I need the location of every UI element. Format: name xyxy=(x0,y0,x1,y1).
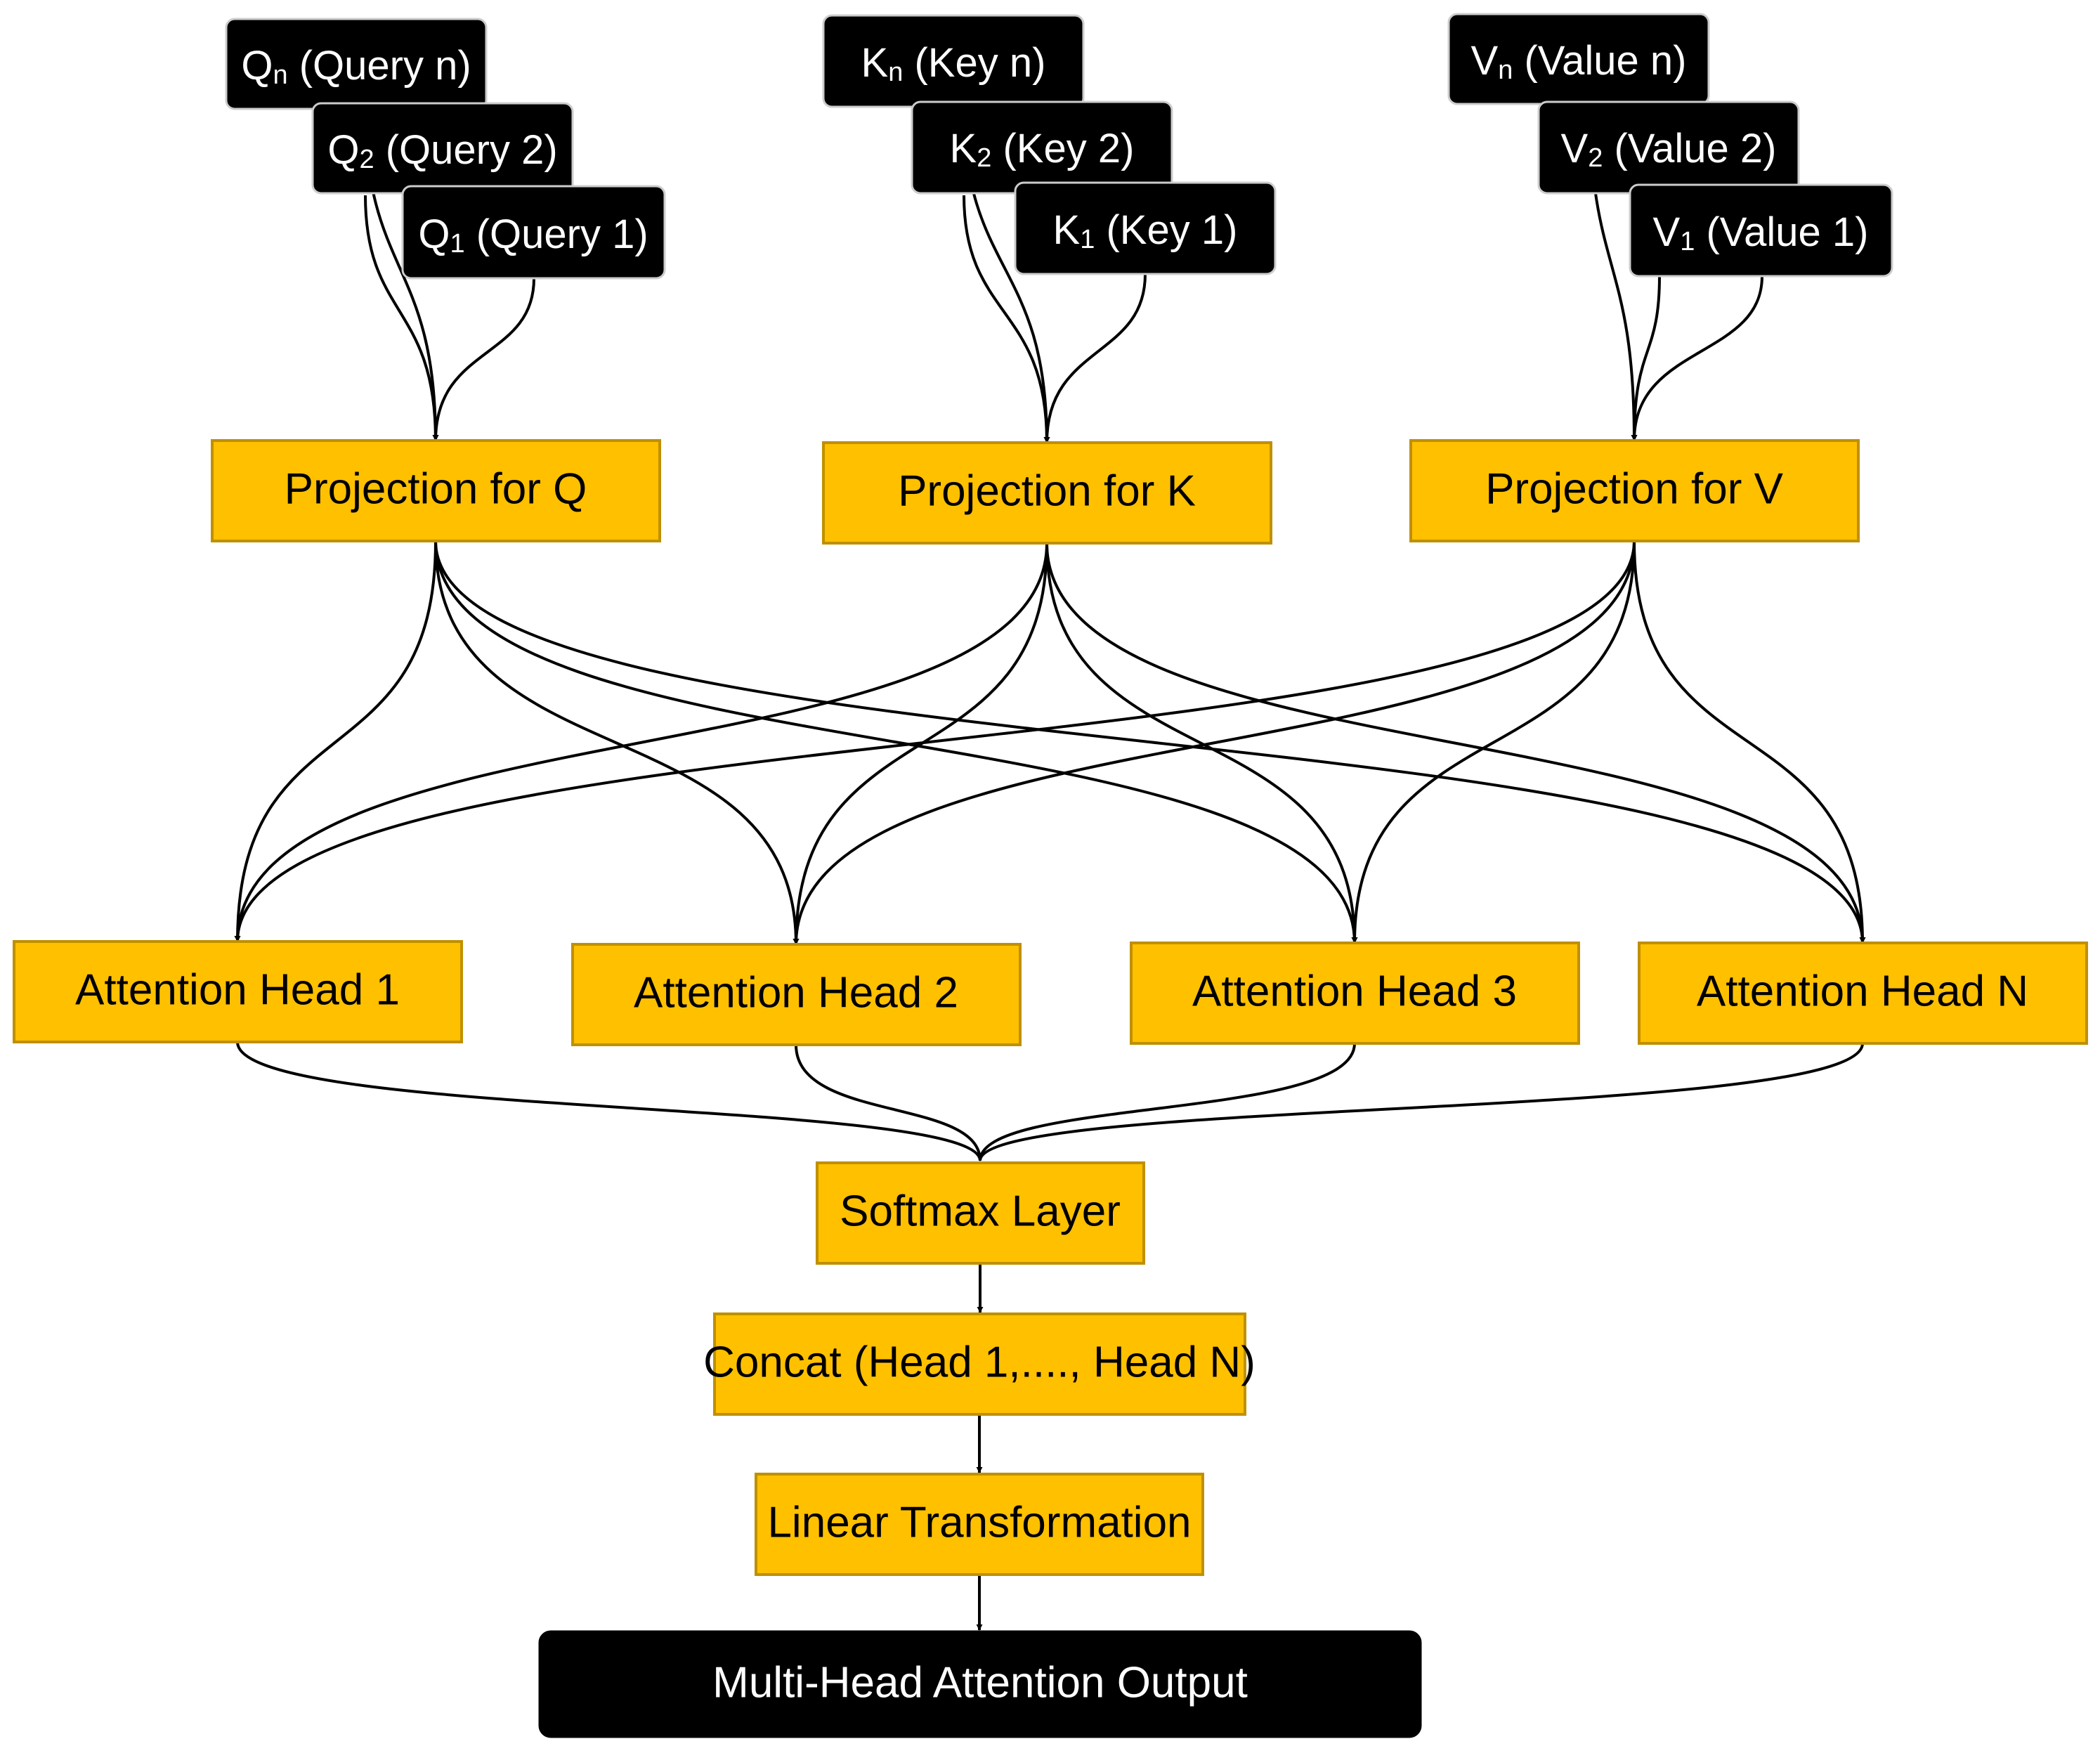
value-input-n[interactable]: Vn (Value n) xyxy=(1447,13,1710,105)
value-2-label: (Value 2) xyxy=(1603,126,1776,171)
key-input-1[interactable]: K1 (Key 1) xyxy=(1014,181,1277,275)
value-n-sub: n xyxy=(1498,56,1513,85)
key-1-base: K xyxy=(1053,207,1081,253)
projection-v-box[interactable]: Projection for V xyxy=(1409,439,1860,542)
attention-head-1-label: Attention Head 1 xyxy=(75,965,400,1014)
projection-q-box[interactable]: Projection for Q xyxy=(211,439,661,542)
head-1-to-softmax-edge xyxy=(236,1041,984,1161)
svg-text:Q2 (Query 2): Q2 (Query 2) xyxy=(327,127,557,174)
value-n-base: V xyxy=(1471,38,1499,84)
projection-v-label: Projection for V xyxy=(1485,464,1784,513)
query-n-label: (Query n) xyxy=(288,43,471,89)
projection-1-to-head-2-edge xyxy=(434,540,800,945)
value-input-1[interactable]: V1 (Value 1) xyxy=(1629,183,1893,278)
attention-head-2-box[interactable]: Attention Head 2 xyxy=(571,943,1022,1046)
value-2-base: V xyxy=(1561,126,1589,171)
value-1-base: V xyxy=(1653,209,1681,255)
projection-k-box[interactable]: Projection for K xyxy=(822,441,1272,545)
projection-3-to-head-3-edge xyxy=(1351,540,1636,944)
key-2-label: (Key 2) xyxy=(991,126,1134,171)
concat-box[interactable]: Concat (Head 1,...., Head N) xyxy=(703,1312,1256,1416)
key-1-label: (Key 1) xyxy=(1095,207,1237,253)
query-1-label: (Query 1) xyxy=(465,211,648,257)
key-to-projection-edge-2 xyxy=(963,195,1050,443)
projection-3-to-head-4-edge xyxy=(1633,540,1866,944)
svg-text:Qn (Query n): Qn (Query n) xyxy=(241,43,471,90)
svg-text:V1 (Value 1): V1 (Value 1) xyxy=(1653,209,1869,256)
projection-2-to-head-3-edge xyxy=(1045,542,1358,944)
key-2-base: K xyxy=(950,126,977,171)
value-1-sub: 1 xyxy=(1680,227,1695,256)
key-to-projection-edge-3 xyxy=(1043,273,1147,443)
multi-head-attention-output-box[interactable]: Multi-Head Attention Output xyxy=(538,1630,1422,1738)
key-n-base: K xyxy=(861,40,889,86)
query-1-base: Q xyxy=(418,211,450,257)
svg-text:Kn (Key n): Kn (Key n) xyxy=(861,40,1046,87)
projection-3-to-head-1-edge xyxy=(234,540,1636,942)
query-input-2[interactable]: Q2 (Query 2) xyxy=(311,102,574,195)
query-n-sub: n xyxy=(273,60,287,90)
projection-1-to-head-1-edge xyxy=(234,540,437,942)
query-2-sub: 2 xyxy=(359,145,374,174)
value-2-sub: 2 xyxy=(1588,143,1603,173)
svg-text:V2 (Value 2): V2 (Value 2) xyxy=(1561,126,1777,173)
key-2-sub: 2 xyxy=(977,143,991,173)
softmax-layer-label: Softmax Layer xyxy=(840,1187,1121,1235)
head-2-to-softmax-edge xyxy=(795,1044,984,1161)
linear-transformation-label: Linear Transformation xyxy=(767,1498,1191,1546)
key-n-sub: n xyxy=(888,58,903,87)
query-2-label: (Query 2) xyxy=(374,127,558,173)
query-input-n[interactable]: Qn (Query n) xyxy=(225,18,488,110)
attention-head-n-box[interactable]: Attention Head N xyxy=(1638,942,2088,1045)
query-input-1[interactable]: Q1 (Query 1) xyxy=(401,185,666,280)
projection-3-to-head-2-edge xyxy=(793,540,1636,945)
head-3-to-softmax-edge xyxy=(977,1043,1356,1161)
svg-text:Vn (Value n): Vn (Value n) xyxy=(1471,38,1687,85)
key-1-sub: 1 xyxy=(1080,225,1095,254)
query-1-sub: 1 xyxy=(450,229,464,259)
concat-label: Concat (Head 1,...., Head N) xyxy=(703,1338,1256,1386)
attention-head-3-label: Attention Head 3 xyxy=(1192,967,1517,1015)
multi-head-attention-output-label: Multi-Head Attention Output xyxy=(712,1658,1248,1707)
attention-head-3-box[interactable]: Attention Head 3 xyxy=(1130,942,1580,1045)
svg-text:K1 (Key 1): K1 (Key 1) xyxy=(1053,207,1238,254)
projection-2-to-head-1-edge xyxy=(234,542,1048,942)
value-1-label: (Value 1) xyxy=(1695,209,1868,255)
projection-1-to-head-3-edge xyxy=(434,540,1358,944)
key-input-n[interactable]: Kn (Key n) xyxy=(822,14,1085,108)
projection-q-label: Projection for Q xyxy=(285,464,587,513)
value-to-projection-edge-3 xyxy=(1631,275,1763,441)
head-4-to-softmax-edge xyxy=(977,1043,1864,1161)
attention-head-2-label: Attention Head 2 xyxy=(634,968,958,1017)
value-input-2[interactable]: V2 (Value 2) xyxy=(1537,100,1800,195)
value-n-label: (Value n) xyxy=(1513,38,1686,84)
svg-text:Q1 (Query 1): Q1 (Query 1) xyxy=(418,211,648,259)
linear-transformation-box[interactable]: Linear Transformation xyxy=(755,1473,1204,1576)
key-n-label: (Key n) xyxy=(903,40,1045,86)
connector-lines xyxy=(234,103,1866,1631)
query-to-projection-edge-2 xyxy=(364,195,439,441)
value-to-projection-edge-2 xyxy=(1631,275,1661,441)
query-to-projection-edge-3 xyxy=(432,278,535,441)
attention-head-1-box[interactable]: Attention Head 1 xyxy=(13,940,463,1043)
softmax-layer-box[interactable]: Softmax Layer xyxy=(816,1161,1145,1265)
projection-k-label: Projection for K xyxy=(898,467,1196,515)
key-input-2[interactable]: K2 (Key 2) xyxy=(911,100,1173,195)
projection-1-to-head-4-edge xyxy=(434,540,1866,944)
projection-2-to-head-4-edge xyxy=(1045,542,1866,944)
query-n-base: Q xyxy=(241,43,273,89)
attention-head-n-label: Attention Head N xyxy=(1697,967,2028,1015)
query-2-base: Q xyxy=(327,127,359,173)
svg-text:K2 (Key 2): K2 (Key 2) xyxy=(950,126,1135,173)
